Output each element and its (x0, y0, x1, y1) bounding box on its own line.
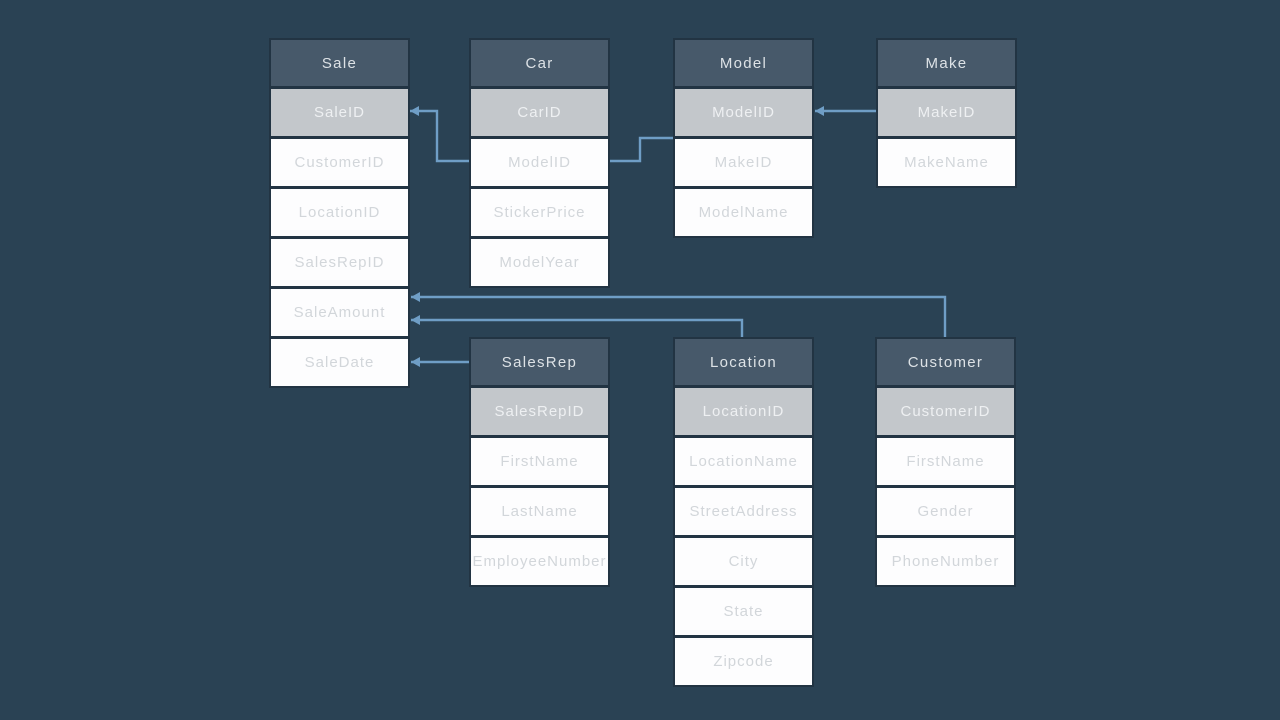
field-row-gender: Gender (877, 488, 1014, 535)
table-header-salesrep: SalesRep (471, 339, 608, 385)
connector-sale-to-customer (411, 295, 947, 338)
connector-arrowhead (410, 106, 419, 116)
field-row-salesrepid: SalesRepID (271, 239, 408, 286)
field-row-makeid: MakeID (675, 139, 812, 186)
field-row-salesrepid: SalesRepID (471, 388, 608, 435)
field-row-firstname: FirstName (471, 438, 608, 485)
table-header-customer: Customer (877, 339, 1014, 385)
field-row-employeenumber: EmployeeNumber (471, 538, 608, 585)
field-row-makeid: MakeID (878, 89, 1015, 136)
field-row-locationid: LocationID (271, 189, 408, 236)
connector-arrowhead (411, 315, 420, 325)
field-row-carid: CarID (471, 89, 608, 136)
field-row-city: City (675, 538, 812, 585)
table-header-model: Model (675, 40, 812, 86)
connector-sale-to-location (411, 318, 744, 338)
field-row-modelid: ModelID (471, 139, 608, 186)
connector-car-modelid-to-model (610, 136, 674, 163)
field-row-locationname: LocationName (675, 438, 812, 485)
field-row-phonenumber: PhoneNumber (877, 538, 1014, 585)
field-row-modelyear: ModelYear (471, 239, 608, 286)
connector-arrowhead (411, 357, 420, 367)
field-row-customerid: CustomerID (271, 139, 408, 186)
table-header-location: Location (675, 339, 812, 385)
field-row-modelname: ModelName (675, 189, 812, 236)
table-header-sale: Sale (271, 40, 408, 86)
table-header-make: Make (878, 40, 1015, 86)
connector-arrowhead (815, 106, 824, 116)
field-row-stickerprice: StickerPrice (471, 189, 608, 236)
field-row-modelid: ModelID (675, 89, 812, 136)
field-row-saleid: SaleID (271, 89, 408, 136)
field-row-locationid: LocationID (675, 388, 812, 435)
field-row-saleamount: SaleAmount (271, 289, 408, 336)
field-row-saledate: SaleDate (271, 339, 408, 386)
table-header-car: Car (471, 40, 608, 86)
field-row-lastname: LastName (471, 488, 608, 535)
field-row-state: State (675, 588, 812, 635)
field-row-firstname: FirstName (877, 438, 1014, 485)
field-row-streetaddress: StreetAddress (675, 488, 812, 535)
field-row-zipcode: Zipcode (675, 638, 812, 685)
field-row-customerid: CustomerID (877, 388, 1014, 435)
field-row-makename: MakeName (878, 139, 1015, 186)
connector-arrowhead (411, 292, 420, 302)
connector-sale-saleid-to-car-modelid (410, 109, 470, 163)
